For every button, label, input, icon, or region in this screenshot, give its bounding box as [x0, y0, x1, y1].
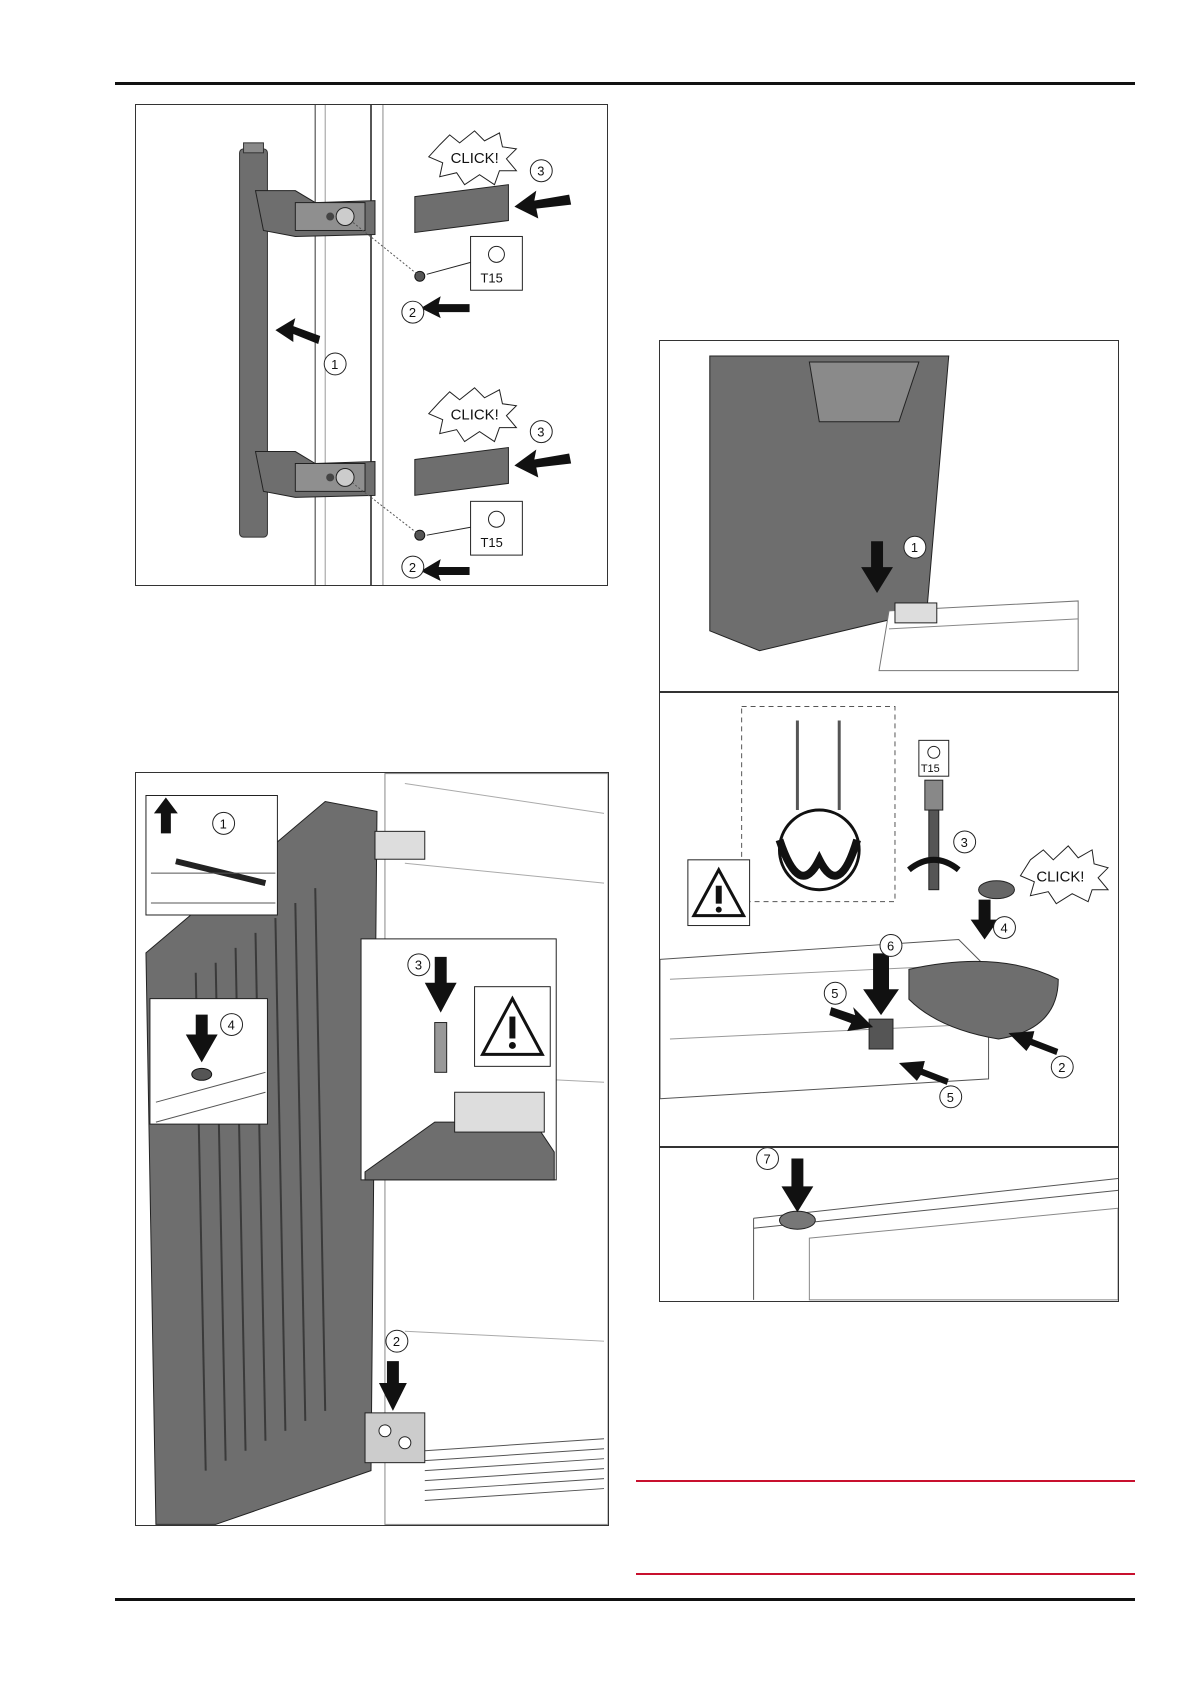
callout-1: 1 [331, 357, 338, 372]
header-rule [115, 82, 1135, 85]
door-right-callout-6: 6 [887, 938, 894, 953]
door-right-tool-label: T15 [921, 763, 940, 775]
door-left-callout-4: 4 [228, 1018, 235, 1033]
click-text-bottom: CLICK! [451, 407, 499, 424]
click-text-top: CLICK! [451, 150, 499, 167]
door-right-callout-4: 4 [1001, 921, 1008, 936]
panel-separator-2 [660, 1146, 1119, 1148]
callout-2-top: 2 [409, 305, 416, 320]
door-right-callout-2: 2 [1058, 1060, 1065, 1075]
figure-handle-assembly: CLICK! CLICK! T15 T15 3 3 1 2 2 [135, 104, 608, 586]
callout-2-bottom: 2 [409, 560, 416, 575]
door-left-illustration: 2 1 4 3 [136, 773, 608, 1525]
tool-label-top: T15 [481, 270, 503, 285]
door-right-illustration: 1 T15 3 CLICK! 4 6 5 [660, 341, 1118, 1301]
figure-door-hinge-left: 2 1 4 3 [135, 772, 609, 1526]
tool-label-bottom: T15 [481, 535, 503, 550]
door-right-callout-5-bottom: 5 [947, 1090, 954, 1105]
panel-separator-1 [660, 691, 1119, 693]
warning-bottom-rule [636, 1573, 1135, 1575]
door-right-callout-3: 3 [961, 835, 968, 850]
door-right-callout-5-top: 5 [831, 986, 838, 1001]
door-left-callout-2: 2 [393, 1334, 400, 1349]
door-right-click-text: CLICK! [1036, 869, 1084, 886]
door-right-callout-1: 1 [911, 540, 918, 555]
door-left-callout-1: 1 [220, 816, 227, 831]
handle-illustration: CLICK! CLICK! T15 T15 3 3 1 2 2 [136, 105, 607, 585]
door-right-callout-7: 7 [764, 1152, 771, 1167]
warning-top-rule [636, 1480, 1135, 1482]
figure-door-hinge-right: 1 T15 3 CLICK! 4 6 5 [659, 340, 1119, 1302]
callout-3-bottom: 3 [537, 425, 544, 440]
door-left-callout-3: 3 [415, 958, 422, 973]
inset-4-frame [150, 999, 268, 1124]
footer-rule [115, 1598, 1135, 1601]
callout-3-top: 3 [537, 164, 544, 179]
